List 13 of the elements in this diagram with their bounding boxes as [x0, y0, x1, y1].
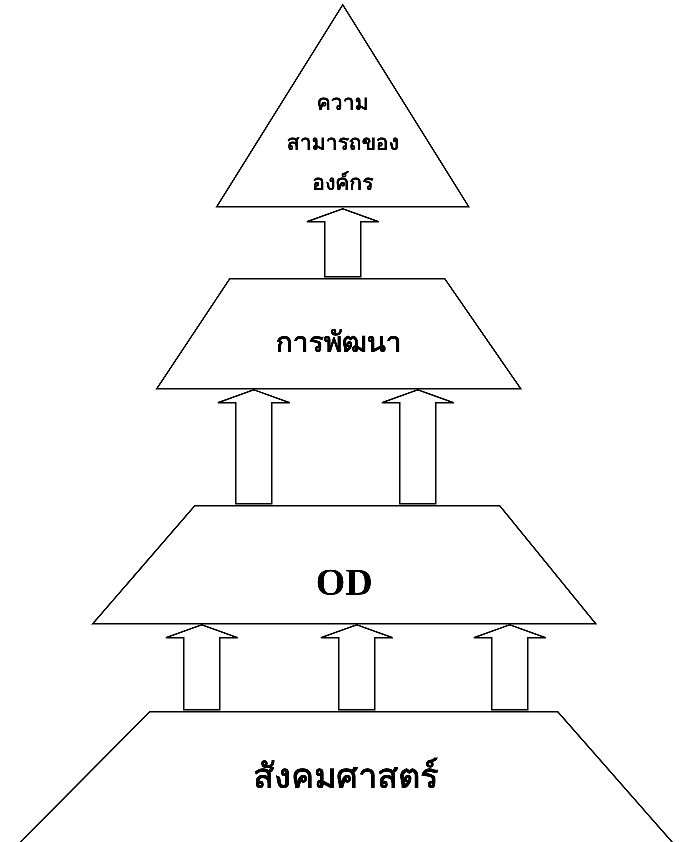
- pyramid-level: [157, 278, 521, 389]
- level-label: OD: [316, 562, 373, 604]
- block-arrow: [165, 624, 239, 711]
- level-label: สังคมศาสตร์: [254, 759, 438, 796]
- pyramid-triangle: [216, 4, 470, 208]
- pyramid-level: [93, 505, 596, 624]
- block-arrow: [473, 624, 547, 711]
- level-label: ความสามารถขององค์กร: [287, 91, 399, 195]
- level-label: การพัฒนา: [276, 328, 402, 359]
- block-arrow: [381, 389, 455, 505]
- block-arrow: [217, 389, 291, 505]
- block-arrow: [320, 624, 394, 711]
- block-arrow: [306, 208, 380, 278]
